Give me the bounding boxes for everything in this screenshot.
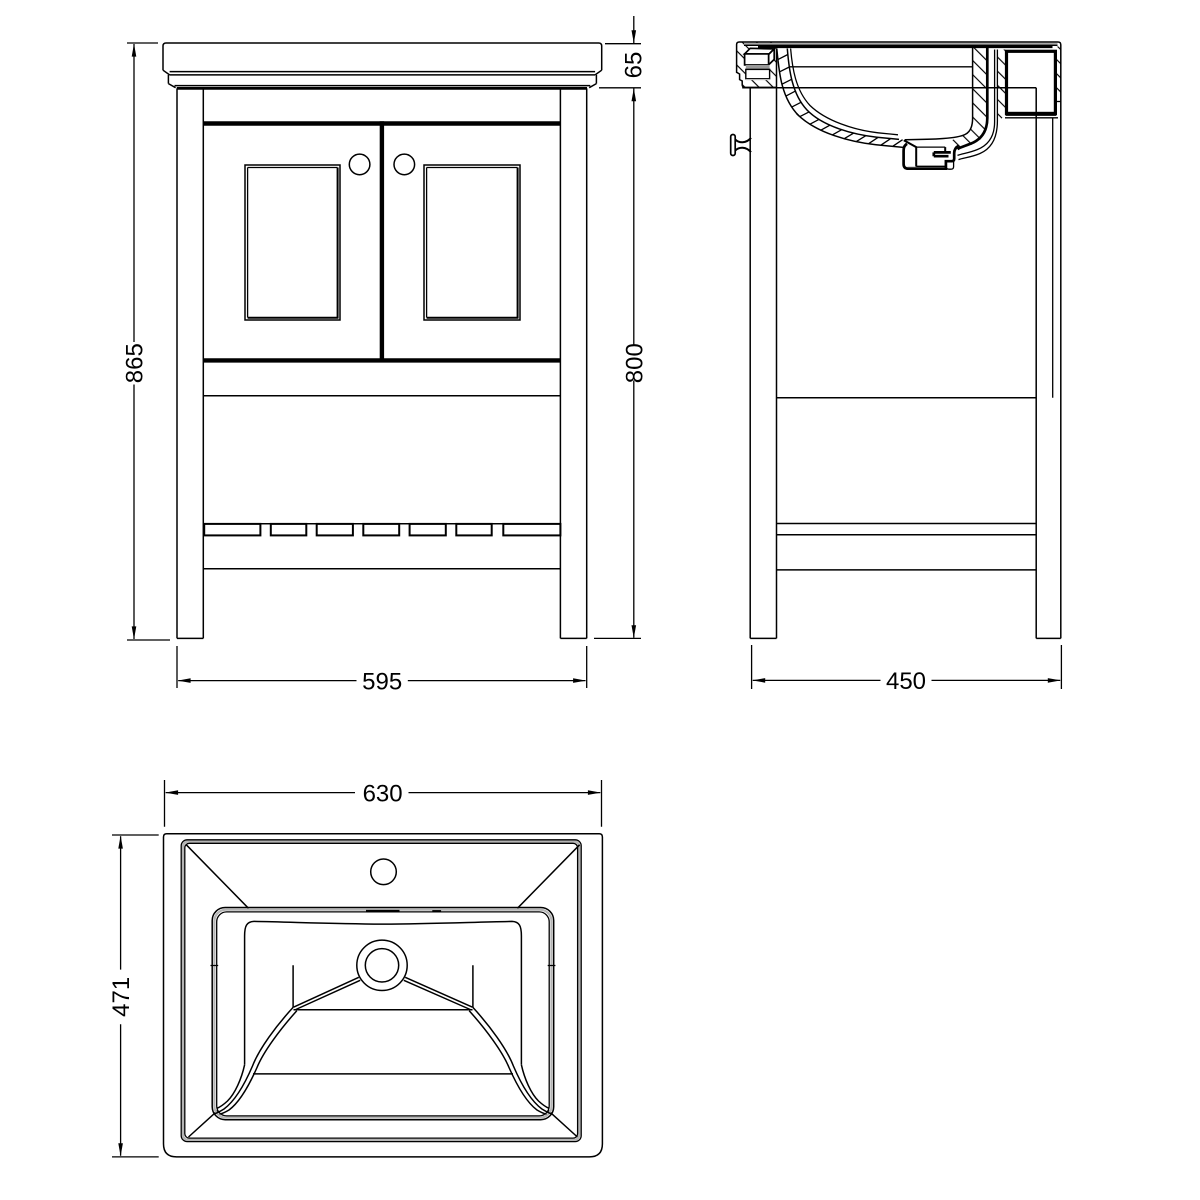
svg-text:800: 800 [621, 343, 648, 383]
svg-text:65: 65 [621, 52, 648, 79]
svg-text:450: 450 [886, 668, 926, 695]
svg-text:471: 471 [108, 977, 135, 1017]
svg-text:865: 865 [121, 343, 148, 383]
svg-text:595: 595 [362, 668, 402, 695]
svg-text:630: 630 [363, 780, 403, 807]
